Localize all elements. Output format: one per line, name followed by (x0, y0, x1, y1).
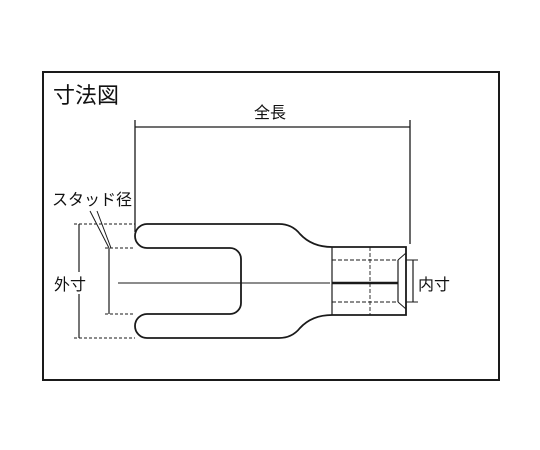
stud-leader-1 (89, 210, 110, 249)
stud-leader-2 (96, 210, 112, 249)
barrel-end-bevel-top (397, 252, 407, 261)
outer-width-label: 外寸 (54, 275, 86, 294)
overall-length-label: 全長 (254, 103, 286, 122)
outer-label-bg (52, 272, 102, 294)
barrel-end-bevel-bottom (397, 301, 407, 310)
stud-label-bg (50, 189, 130, 209)
inner-diameter-label: 内寸 (418, 275, 450, 294)
diagram-title: 寸法図 (53, 84, 119, 109)
stud-diameter-label: スタッド径 (52, 190, 132, 209)
fork-terminal-outline (134, 223, 407, 339)
